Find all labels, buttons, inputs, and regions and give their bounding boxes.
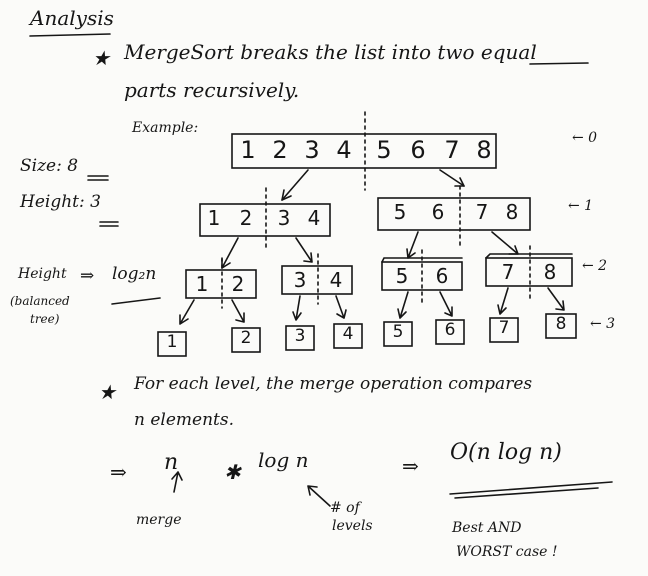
example-label: Example: [132, 120, 199, 136]
levels-label-2: levels [332, 518, 373, 534]
level2-pair0-num-0: 1 [195, 272, 209, 296]
page-title: Analysis [30, 6, 114, 30]
level3-num-0: 1 [166, 332, 178, 352]
height-formula-arrow: ⇒ [80, 266, 95, 286]
height-formula-expr: log₂n [112, 264, 157, 284]
level-marker-3: ← 3 [590, 316, 616, 332]
balanced-tree-note-1: (balanced [10, 294, 70, 308]
bottom-n: n [164, 450, 179, 475]
level0-num-7: 8 [476, 136, 492, 164]
level0-num-4: 5 [376, 136, 392, 164]
level1-left-num-3: 4 [307, 206, 321, 230]
big-o-result: O(n log n) [450, 440, 562, 465]
level3-num-7: 8 [555, 314, 567, 334]
merge-label: merge [136, 512, 182, 528]
level2-pair1-num-0: 3 [293, 268, 307, 292]
level1-right-box [377, 197, 531, 231]
level1-right-num-1: 6 [431, 200, 445, 224]
level2-pair3-num-1: 8 [543, 260, 557, 284]
level0-box [231, 133, 497, 169]
height-label: Height: 3 [20, 192, 101, 212]
level2-box-2 [281, 265, 353, 295]
bottom-arrow-2: ⇒ [402, 454, 419, 478]
title-underline [29, 33, 111, 37]
level2-pair3-num-0: 7 [501, 260, 515, 284]
best-worst-2: WORST case ! [456, 544, 558, 560]
level1-left-num-0: 1 [207, 206, 221, 230]
level-marker-1: ← 1 [568, 198, 594, 214]
level2-box-1 [185, 269, 257, 299]
level2-box-3 [381, 261, 463, 291]
level3-num-5: 6 [444, 320, 456, 340]
level2-box-3-top [381, 257, 463, 263]
arrow-l0-right [439, 169, 465, 187]
level3-num-4: 5 [392, 322, 404, 342]
bullet2-star: ★ [98, 380, 116, 404]
bottom-times: ✱ [224, 460, 241, 484]
height-formula-label: Height [18, 266, 67, 282]
equal-underline [529, 62, 589, 65]
arrow-l0-left-head [281, 189, 292, 201]
bullet2-line1: For each level, the merge operation comp… [134, 374, 533, 394]
level2-box-4 [485, 257, 573, 287]
arrow-l0-left [281, 169, 309, 201]
level2-pair1-num-1: 4 [329, 268, 343, 292]
bottom-logn: log n [258, 448, 309, 472]
bullet1-line1: MergeSort breaks the list into two equal [124, 40, 537, 64]
level2-pair2-num-1: 6 [435, 264, 449, 288]
arrow-l0-right-head [454, 177, 465, 187]
level0-num-3: 4 [336, 136, 352, 164]
level0-num-1: 2 [272, 136, 288, 164]
level1-right-num-0: 5 [393, 200, 407, 224]
level1-right-num-2: 7 [475, 200, 489, 224]
best-worst-1: Best AND [452, 520, 522, 536]
level1-left-num-2: 3 [277, 206, 291, 230]
bottom-arrow-1: ⇒ [110, 460, 127, 484]
level0-num-6: 7 [444, 136, 460, 164]
level3-num-2: 3 [294, 326, 306, 346]
level-marker-2: ← 2 [582, 258, 608, 274]
level3-num-1: 2 [240, 328, 252, 348]
level3-num-6: 7 [498, 318, 510, 338]
level2-pair2-num-0: 5 [395, 264, 409, 288]
balanced-tree-note-2: tree) [30, 312, 60, 326]
level1-left-box [199, 203, 331, 237]
bullet2-line2: n elements. [134, 410, 234, 430]
level2-pair0-num-1: 2 [231, 272, 245, 296]
level0-num-2: 3 [304, 136, 320, 164]
bullet1-line2: parts recursively. [124, 78, 300, 102]
level0-num-0: 1 [240, 136, 256, 164]
bullet1-star: ★ [92, 46, 110, 70]
size-label: Size: 8 [20, 156, 79, 176]
level0-num-5: 6 [410, 136, 426, 164]
level-marker-0: ← 0 [572, 130, 598, 146]
level1-right-num-3: 8 [505, 200, 519, 224]
level3-num-3: 4 [342, 324, 354, 344]
levels-label-1: # of [330, 500, 360, 516]
level1-left-num-1: 2 [239, 206, 253, 230]
